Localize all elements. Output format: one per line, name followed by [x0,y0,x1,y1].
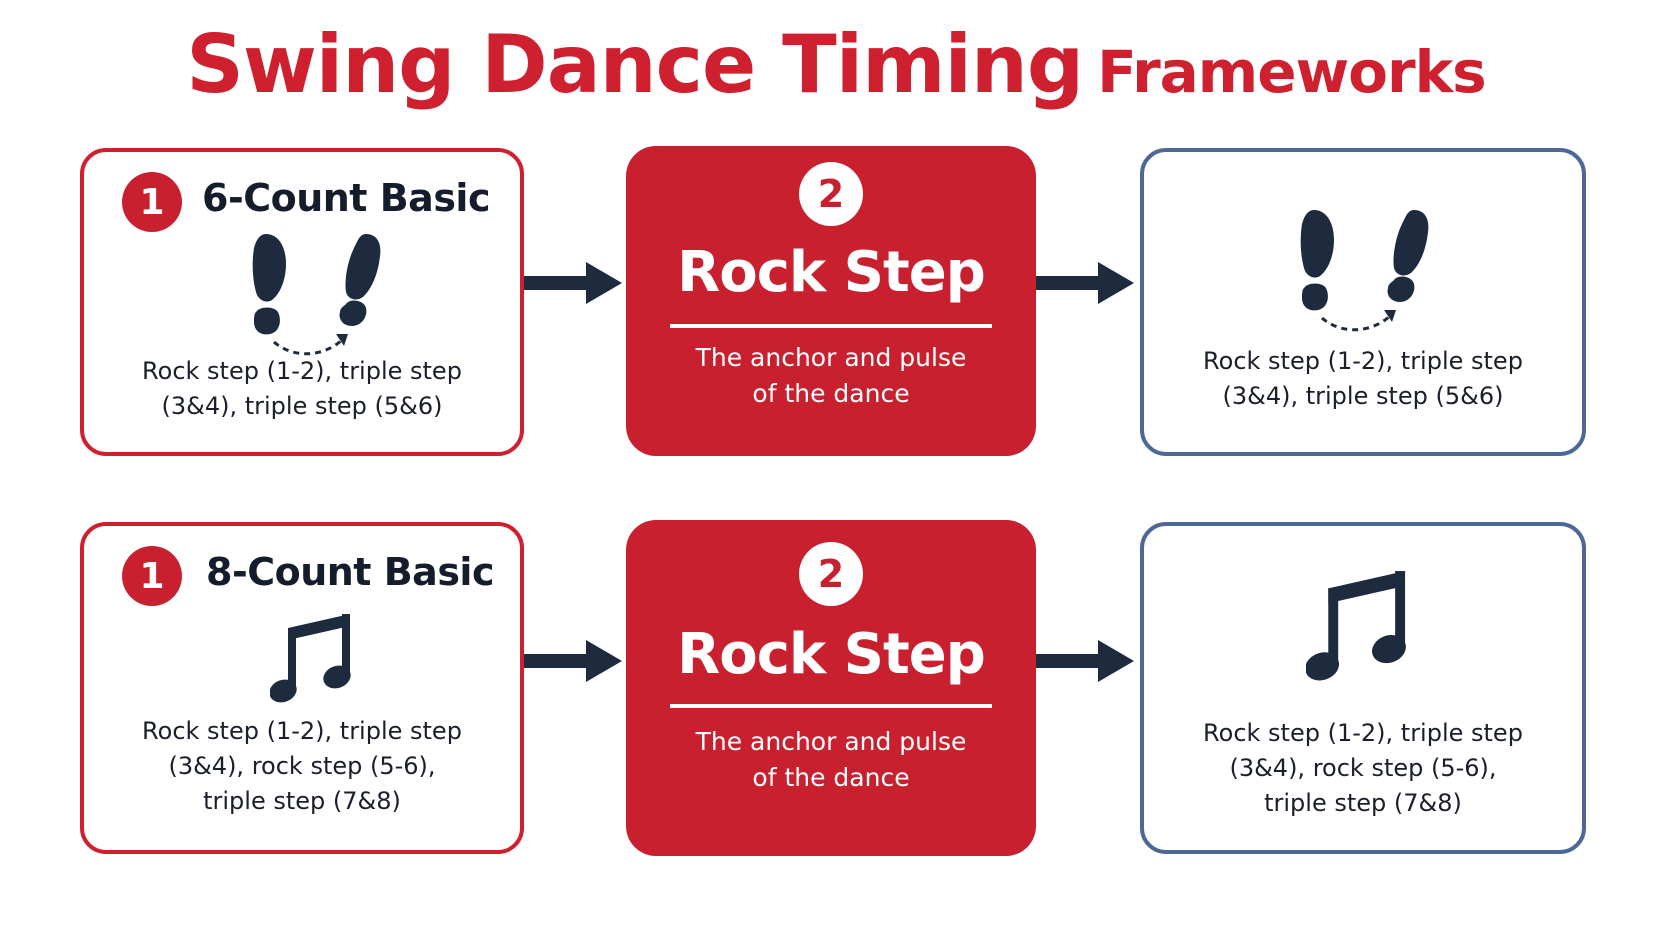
desc-line: (3&4), rock step (5-6), [1229,754,1497,782]
card-description: Rock step (1-2), triple step (3&4), rock… [1144,716,1582,821]
step-number-badge: 2 [799,162,863,226]
subtitle-line: The anchor and pulse [695,343,967,372]
title-secondary: Frameworks [1097,38,1487,106]
flow-arrow [1036,640,1134,682]
footprints-icon [252,234,382,356]
card-title: Rock Step [677,240,986,305]
desc-line: Rock step (1-2), triple step [1203,347,1523,375]
outcome-card: Rock step (1-2), triple step (3&4), trip… [1140,148,1586,456]
flow-arrow [524,640,622,682]
flow-arrow [524,262,622,304]
desc-line: Rock step (1-2), triple step [1203,719,1523,747]
card-title: Rock Step [677,622,986,687]
desc-line: (3&4), triple step (5&6) [161,392,443,420]
rock-step-card: 2 Rock Step The anchor and pulse of the … [626,146,1036,456]
music-note-icon [270,614,354,706]
desc-line: triple step (7&8) [203,787,401,815]
rock-step-card: 2 Rock Step The anchor and pulse of the … [626,520,1036,856]
desc-line: (3&4), rock step (5-6), [168,752,436,780]
subtitle-line: The anchor and pulse [695,727,967,756]
card-title: 8-Count Basic [206,550,494,594]
card-description: Rock step (1-2), triple step (3&4), trip… [1144,344,1582,414]
divider [670,324,992,328]
card-description: Rock step (1-2), triple step (3&4), trip… [84,354,520,424]
card-title: 6-Count Basic [202,176,490,220]
desc-line: triple step (7&8) [1264,789,1462,817]
step-number-badge: 1 [122,172,182,232]
six-count-card: 1 6-Count Basic Rock step (1-2), triple … [80,148,524,456]
desc-line: Rock step (1-2), triple step [142,717,462,745]
card-description: Rock step (1-2), triple step (3&4), rock… [84,714,520,819]
title-main: Swing Dance Timing [186,18,1084,111]
eight-count-card: 1 8-Count Basic Rock step (1-2), triple … [80,522,524,854]
outcome-card: Rock step (1-2), triple step (3&4), rock… [1140,522,1586,854]
desc-line: Rock step (1-2), triple step [142,357,462,385]
card-subtitle: The anchor and pulse of the dance [626,340,1036,412]
music-note-icon [1306,571,1410,686]
footprints-icon [1300,210,1430,332]
step-number-badge: 2 [799,542,863,606]
card-subtitle: The anchor and pulse of the dance [626,724,1036,796]
subtitle-line: of the dance [752,763,910,792]
divider [670,704,992,708]
flow-arrow [1036,262,1134,304]
desc-line: (3&4), triple step (5&6) [1222,382,1504,410]
step-number-badge: 1 [122,546,182,606]
subtitle-line: of the dance [752,379,910,408]
